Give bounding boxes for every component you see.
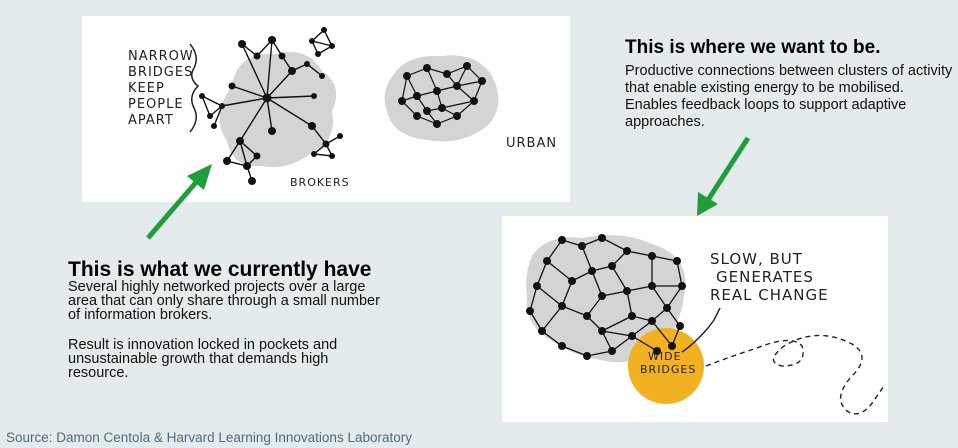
brace-icon bbox=[189, 43, 200, 133]
narrow-bridges-line-1: NARROW bbox=[128, 49, 194, 64]
cluster-blob bbox=[526, 235, 686, 363]
pointer-line bbox=[681, 307, 721, 353]
arrow-down-icon bbox=[697, 192, 718, 216]
dashed-path bbox=[705, 334, 885, 415]
current-heading: This is what we currently have bbox=[68, 258, 372, 281]
narrow-bridges-line-5: APART bbox=[128, 113, 174, 128]
source-caption: Source: Damon Centola & Harvard Learning… bbox=[6, 430, 412, 445]
current-network-panel: NARROW BRIDGES KEEP PEOPLE APART bbox=[82, 16, 570, 202]
current-network-illustration: NARROW BRIDGES KEEP PEOPLE APART bbox=[128, 27, 557, 189]
target-description: Productive connections between clusters … bbox=[625, 63, 953, 130]
slow-but-line-3: REAL CHANGE bbox=[710, 286, 829, 304]
target-heading: This is where we want to be. bbox=[625, 37, 881, 58]
current-description-2: Result is innovation locked in pockets a… bbox=[68, 337, 338, 381]
narrow-bridges-line-4: PEOPLE bbox=[128, 97, 184, 112]
target-network-panel: SLOW, BUT GENERATES REAL CHANGE WIDE BRI… bbox=[502, 216, 888, 422]
narrow-bridges-line-2: BRIDGES bbox=[128, 65, 193, 80]
arrow-down-shaft bbox=[705, 136, 751, 202]
urban-network-nodes bbox=[398, 62, 486, 128]
wide-bridges-line-1: WIDE bbox=[648, 350, 682, 363]
urban-label: URBAN bbox=[506, 136, 557, 151]
narrow-bridges-line-3: KEEP bbox=[128, 81, 165, 96]
wide-bridges-circle bbox=[628, 328, 704, 404]
brokers-label: BROKERS bbox=[290, 176, 350, 189]
current-description-1: Several highly networked projects over a… bbox=[68, 279, 380, 323]
broker-cluster-blob bbox=[219, 52, 337, 168]
slow-but-line-1: SLOW, BUT bbox=[710, 250, 803, 268]
target-network-nodes bbox=[526, 234, 686, 360]
target-network-illustration: SLOW, BUT GENERATES REAL CHANGE WIDE BRI… bbox=[526, 234, 885, 415]
slow-but-line-2: GENERATES bbox=[716, 268, 814, 286]
broker-network-nodes bbox=[199, 27, 343, 185]
urban-cluster-blob bbox=[384, 55, 499, 142]
wide-bridges-line-2: BRIDGES bbox=[640, 363, 696, 376]
